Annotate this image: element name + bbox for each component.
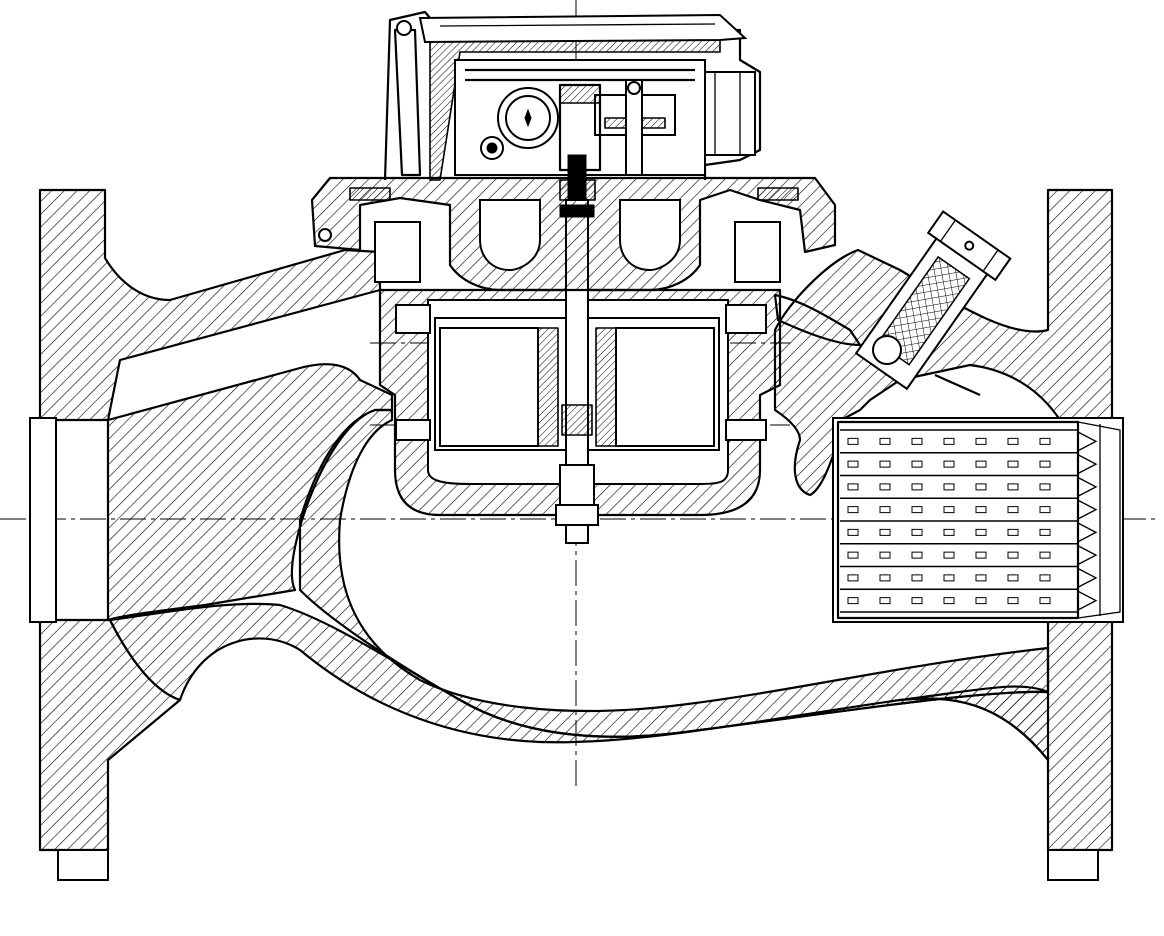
fin-slot <box>911 574 923 582</box>
fin-slot <box>911 597 923 605</box>
straightener-fins <box>840 429 1098 613</box>
rotor-right-blade <box>615 327 715 447</box>
fin-slot <box>1007 506 1019 514</box>
left-foot <box>57 849 109 881</box>
fin-slot <box>911 460 923 468</box>
fin-slot <box>879 597 891 605</box>
fin-slot <box>879 437 891 445</box>
fin-slot <box>879 528 891 536</box>
fin-slot <box>1007 460 1019 468</box>
fin-tip <box>1077 476 1098 497</box>
fin-slot <box>847 483 859 491</box>
left-flange-face <box>29 417 57 623</box>
fin-slot <box>879 483 891 491</box>
fin-slot <box>847 551 859 559</box>
fin-slot <box>943 597 955 605</box>
right-foot <box>1047 849 1099 881</box>
rotor-hub-left <box>537 327 559 447</box>
fin-slot <box>943 551 955 559</box>
fin-slot <box>975 551 987 559</box>
fin-slot <box>847 528 859 536</box>
fin-slot <box>1039 460 1051 468</box>
fin-slot <box>943 460 955 468</box>
dial-pointer-icon <box>524 108 532 128</box>
fin-slot <box>911 437 923 445</box>
fin-tip <box>1077 431 1098 452</box>
measuring-chamber <box>378 199 782 544</box>
fin-slot <box>1007 528 1019 536</box>
fin-slot <box>1007 551 1019 559</box>
fin-slot <box>879 551 891 559</box>
fin-slot <box>847 460 859 468</box>
fin-slot <box>1039 597 1051 605</box>
fin-slot <box>943 437 955 445</box>
fin-slot <box>879 460 891 468</box>
fin-slot <box>911 483 923 491</box>
fin-slot <box>975 574 987 582</box>
fin-slot <box>1007 597 1019 605</box>
rotor-hub-right <box>595 327 617 447</box>
meter-cover <box>310 176 837 292</box>
fin-slot <box>1039 437 1051 445</box>
fin-tip <box>1077 590 1098 611</box>
fin-slot <box>879 574 891 582</box>
fin-slot <box>879 506 891 514</box>
register-head <box>383 10 762 201</box>
fin-tip <box>1077 454 1098 475</box>
fin-tip <box>1077 545 1098 566</box>
lid-hinge-icon <box>396 20 412 36</box>
fin-slot <box>847 574 859 582</box>
fin-slot <box>975 597 987 605</box>
fin-slot <box>1039 528 1051 536</box>
fin-slot <box>847 597 859 605</box>
fin-slot <box>943 574 955 582</box>
fin-slot <box>975 506 987 514</box>
fin-tip <box>1077 499 1098 520</box>
fin-slot <box>911 528 923 536</box>
flow-straightener <box>832 417 1124 623</box>
rotor-left-blade <box>439 327 539 447</box>
plug-ball <box>872 335 902 365</box>
fin-slot <box>943 483 955 491</box>
fin-slot <box>975 437 987 445</box>
fin-slot <box>1039 551 1051 559</box>
fin-slot <box>847 437 859 445</box>
fin-slot <box>911 506 923 514</box>
cap-screw-icon <box>964 240 975 251</box>
fin-slot <box>1007 483 1019 491</box>
fin-slot <box>975 460 987 468</box>
fin-slot <box>943 506 955 514</box>
spindle-nut <box>555 504 599 526</box>
fin-slot <box>1039 483 1051 491</box>
seal-hole-icon <box>318 228 332 242</box>
regulating-plug <box>773 210 1012 397</box>
fin-slot <box>943 528 955 536</box>
fin-slot <box>911 551 923 559</box>
register-lid <box>418 13 748 44</box>
fin-slot <box>1039 574 1051 582</box>
fin-slot <box>975 528 987 536</box>
fin-slot <box>1039 506 1051 514</box>
fin-slot <box>975 483 987 491</box>
side-housing <box>704 71 756 156</box>
fin-slot <box>1007 574 1019 582</box>
fin-tip <box>1077 522 1098 543</box>
fin-tip <box>1077 567 1098 588</box>
fin-slot <box>847 506 859 514</box>
fin-slot <box>1007 437 1019 445</box>
